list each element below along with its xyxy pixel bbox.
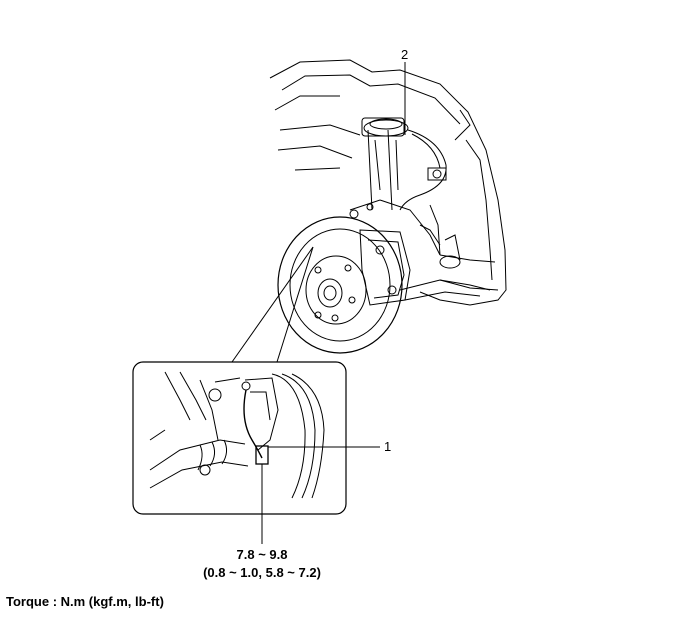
callout-label-2: 2: [401, 47, 409, 62]
torque-value-alt: (0.8 ~ 1.0, 5.8 ~ 7.2): [203, 565, 321, 580]
wheel-speed-sensor-detail-icon: [132, 361, 347, 515]
front-suspension-assembly-icon: [269, 59, 507, 354]
detail-zoom-lines: [231, 246, 314, 363]
torque-unit-note: Torque : N.m (kgf.m, lb-ft): [6, 594, 164, 609]
torque-value-nm: 7.8 ~ 9.8: [236, 547, 288, 562]
callout-label-1: 1: [384, 439, 392, 454]
